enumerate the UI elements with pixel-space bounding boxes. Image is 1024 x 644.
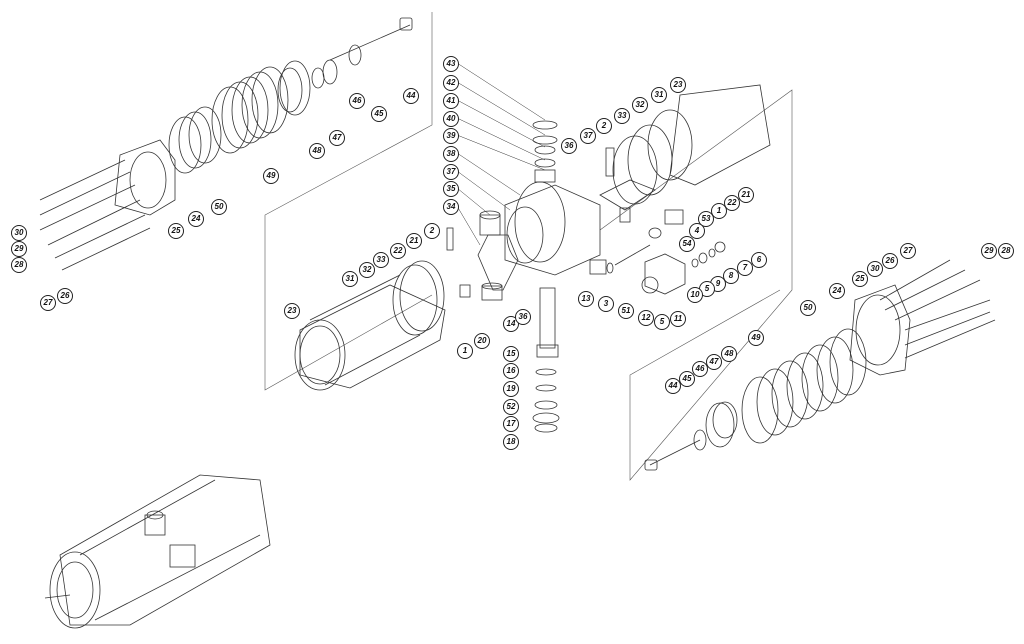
part-callout: 28 bbox=[998, 243, 1014, 259]
part-callout: 54 bbox=[679, 236, 695, 252]
part-callout: 44 bbox=[403, 88, 419, 104]
part-callout: 44 bbox=[665, 378, 681, 394]
tie-rods-right bbox=[879, 259, 996, 359]
part-callout: 12 bbox=[638, 310, 654, 326]
part-callout: 23 bbox=[670, 77, 686, 93]
left-cylinder bbox=[294, 260, 446, 391]
spring-outer bbox=[211, 66, 289, 154]
part-callout: 18 bbox=[503, 434, 519, 450]
part-callout: 15 bbox=[503, 346, 519, 362]
part-callout: 37 bbox=[580, 128, 596, 144]
left-end-cap-assembly bbox=[39, 17, 413, 271]
part-callout: 37 bbox=[443, 164, 459, 180]
valve-parts bbox=[589, 209, 726, 295]
part-callout: 19 bbox=[503, 381, 519, 397]
part-callout: 27 bbox=[40, 295, 56, 311]
part-callout: 47 bbox=[706, 354, 722, 370]
part-callout: 16 bbox=[503, 363, 519, 379]
part-callout: 5 bbox=[654, 314, 670, 330]
part-callout: 1 bbox=[457, 343, 473, 359]
part-callout: 29 bbox=[981, 243, 997, 259]
part-callout: 20 bbox=[474, 333, 490, 349]
part-callout: 21 bbox=[406, 233, 422, 249]
part-callout: 49 bbox=[748, 330, 764, 346]
part-callout: 2 bbox=[596, 118, 612, 134]
part-callout: 41 bbox=[443, 93, 459, 109]
part-callout: 31 bbox=[342, 271, 358, 287]
part-callout: 10 bbox=[687, 287, 703, 303]
part-callout: 28 bbox=[11, 257, 27, 273]
part-callout: 45 bbox=[371, 106, 387, 122]
part-callout: 25 bbox=[168, 223, 184, 239]
part-callout: 33 bbox=[373, 252, 389, 268]
assembly-frame-top-left bbox=[264, 12, 793, 481]
part-callout: 47 bbox=[329, 130, 345, 146]
part-callout: 13 bbox=[578, 291, 594, 307]
part-callout: 34 bbox=[443, 199, 459, 215]
part-callout: 46 bbox=[692, 361, 708, 377]
part-callout: 51 bbox=[618, 303, 634, 319]
assembled-actuator bbox=[44, 474, 271, 629]
part-callout: 5 bbox=[699, 281, 715, 297]
part-callout: 27 bbox=[900, 243, 916, 259]
part-callout: 4 bbox=[689, 223, 705, 239]
part-callout: 53 bbox=[698, 211, 714, 227]
spring-right bbox=[741, 328, 867, 444]
part-callout: 48 bbox=[721, 346, 737, 362]
part-callout: 17 bbox=[503, 416, 519, 432]
part-callout: 2 bbox=[424, 223, 440, 239]
leader-lines bbox=[456, 62, 546, 246]
spring-inner bbox=[168, 106, 222, 174]
right-cylinder bbox=[599, 84, 771, 223]
part-callout: 31 bbox=[651, 87, 667, 103]
part-callout: 42 bbox=[443, 75, 459, 91]
part-callout: 29 bbox=[11, 241, 27, 257]
part-callout: 21 bbox=[738, 187, 754, 203]
center-housing bbox=[446, 120, 601, 433]
part-callout: 45 bbox=[679, 371, 695, 387]
part-callout: 26 bbox=[882, 253, 898, 269]
part-callout: 24 bbox=[829, 283, 845, 299]
part-callout: 3 bbox=[598, 296, 614, 312]
part-callout: 40 bbox=[443, 111, 459, 127]
part-callout: 39 bbox=[443, 128, 459, 144]
part-callout: 32 bbox=[632, 97, 648, 113]
part-callout: 46 bbox=[349, 93, 365, 109]
part-callout: 32 bbox=[359, 262, 375, 278]
part-callout: 7 bbox=[737, 260, 753, 276]
right-end-cap-assembly bbox=[644, 259, 996, 471]
part-callout: 24 bbox=[188, 211, 204, 227]
part-callout: 11 bbox=[670, 311, 686, 327]
part-callout: 52 bbox=[503, 399, 519, 415]
part-callout: 50 bbox=[800, 300, 816, 316]
part-callout: 1 bbox=[711, 203, 727, 219]
part-callout: 33 bbox=[614, 108, 630, 124]
part-callout: 8 bbox=[723, 268, 739, 284]
part-callout: 22 bbox=[724, 195, 740, 211]
part-callout: 48 bbox=[309, 143, 325, 159]
part-callout: 25 bbox=[852, 271, 868, 287]
part-callout: 36 bbox=[561, 138, 577, 154]
part-callout: 30 bbox=[11, 225, 27, 241]
part-callout: 30 bbox=[867, 261, 883, 277]
part-callout: 22 bbox=[390, 243, 406, 259]
part-callout: 49 bbox=[263, 168, 279, 184]
part-callout: 35 bbox=[443, 181, 459, 197]
part-callout: 36 bbox=[515, 309, 531, 325]
part-callout: 43 bbox=[443, 56, 459, 72]
tie-rods bbox=[39, 159, 151, 271]
part-callout: 23 bbox=[284, 303, 300, 319]
part-callout: 6 bbox=[751, 252, 767, 268]
part-callout: 50 bbox=[211, 199, 227, 215]
part-callout: 38 bbox=[443, 146, 459, 162]
part-callout: 26 bbox=[57, 288, 73, 304]
